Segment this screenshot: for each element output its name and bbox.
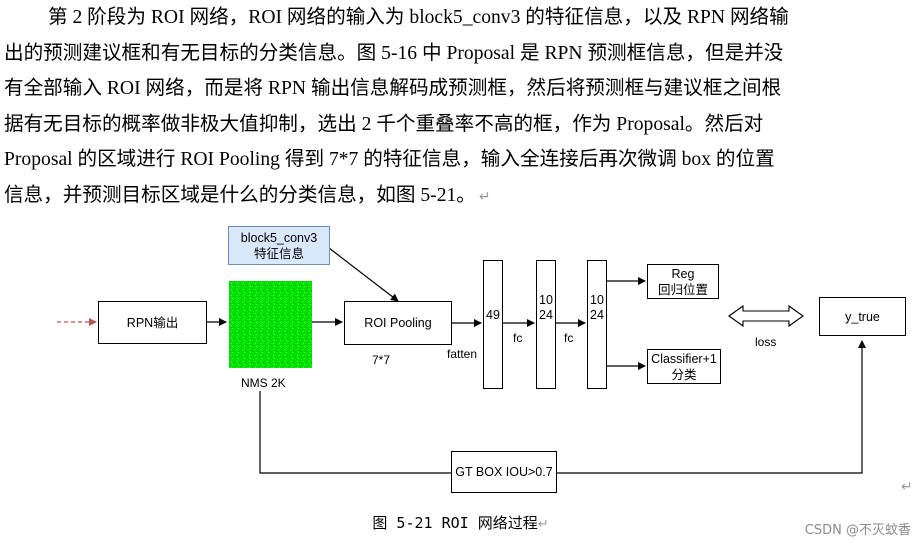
fc-label-1: fc bbox=[513, 331, 523, 345]
y-true-box: y_true bbox=[819, 297, 906, 336]
fc-layer-1024-b bbox=[587, 260, 607, 389]
paragraph-line: 据有无目标的概率做非极大值抑制，选出 2 千个重叠率不高的框，作为 Propos… bbox=[4, 113, 764, 135]
paragraph-line: 信息，并预测目标区域是什么的分类信息，如图 5-21。↵ bbox=[4, 184, 491, 206]
arrow-block5-to-roi bbox=[328, 247, 399, 302]
rpn-output-box: RPN输出 bbox=[98, 301, 207, 344]
csdn-watermark: CSDN @不灭蚊香 bbox=[804, 523, 911, 538]
y-true-label: y_true bbox=[845, 309, 880, 324]
classifier-box: Classifier+1 分类 bbox=[647, 349, 721, 384]
gt-box: GT BOX IOU>0.7 bbox=[451, 451, 557, 493]
fc-layer-49 bbox=[483, 260, 503, 389]
reg-sublabel: 回归位置 bbox=[657, 282, 708, 297]
figure-caption-text: 图 5-21 ROI 网络过程 bbox=[372, 514, 538, 532]
block5-label: block5_conv3 bbox=[240, 230, 318, 245]
layer-49-label: 49 bbox=[486, 308, 500, 322]
paragraph-line: Proposal 的区域进行 ROI Pooling 得到 7*7 的特征信息，… bbox=[4, 149, 775, 170]
roi-pooling-label: ROI Pooling bbox=[364, 316, 432, 330]
paragraph-line: 有全部输入 ROI 网络，而是将 RPN 输出信息解码成预测框，然后将预测框与建… bbox=[4, 78, 782, 99]
caption-return-mark: ↵ bbox=[537, 517, 549, 532]
pooling-size-label: 7*7 bbox=[372, 353, 391, 367]
layer-1024-a-label: 1024 bbox=[539, 293, 553, 322]
figure-caption: 图 5-21 ROI 网络过程↵ bbox=[0, 512, 921, 533]
flatten-label: fatten bbox=[447, 347, 478, 361]
rpn-output-label: RPN输出 bbox=[126, 315, 179, 330]
block5-sublabel: 特征信息 bbox=[253, 246, 304, 261]
fc-label-2: fc bbox=[564, 331, 574, 345]
classifier-sublabel: 分类 bbox=[671, 367, 697, 382]
loss-label: loss bbox=[755, 335, 777, 349]
block5-conv3-box: block5_conv3 特征信息 bbox=[228, 226, 330, 265]
roi-pooling-box: ROI Pooling bbox=[344, 301, 452, 345]
body-paragraph: 第 2 阶段为 ROI 网络，ROI 网络的输入为 block5_conv3 的… bbox=[4, 0, 872, 213]
layer-1024-b-label: 1024 bbox=[590, 293, 604, 322]
paragraph-line: 第 2 阶段为 ROI 网络，ROI 网络的输入为 block5_conv3 的… bbox=[48, 7, 789, 28]
fc-layer-1024-a bbox=[536, 260, 556, 389]
loss-double-arrow bbox=[728, 304, 804, 328]
paragraph-line: 出的预测建议框和有无目标的分类信息。图 5-16 中 Proposal 是 RP… bbox=[4, 42, 784, 64]
end-return-mark: ↵ bbox=[901, 479, 913, 495]
gt-box-label: GT BOX IOU>0.7 bbox=[455, 465, 553, 479]
nms-label: NMS 2K bbox=[241, 376, 286, 390]
classifier-label: Classifier+1 bbox=[651, 351, 717, 366]
reg-box: Reg 回归位置 bbox=[647, 264, 719, 299]
gt-box-connector bbox=[259, 391, 451, 474]
arrow-gt-to-ytrue bbox=[557, 340, 866, 474]
nms-feature-block bbox=[229, 281, 312, 368]
reg-label: Reg bbox=[671, 266, 695, 281]
paragraph-return-mark: ↵ bbox=[478, 188, 491, 205]
